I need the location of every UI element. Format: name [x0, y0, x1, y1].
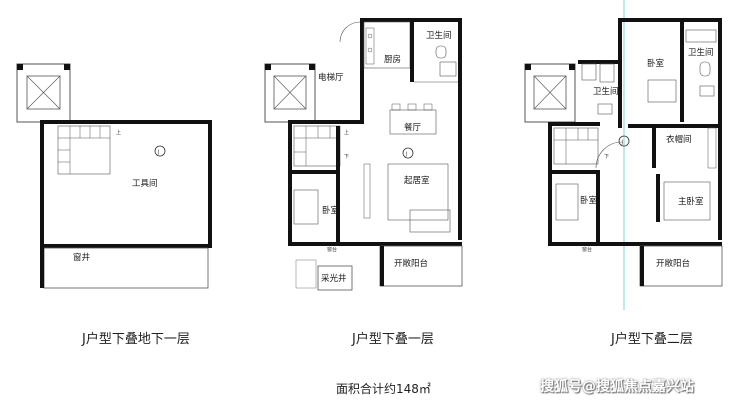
caption-basement: J户型下叠地下一层: [82, 332, 190, 347]
unit-mark-circle: [154, 145, 166, 157]
room-kitchen: 厨房: [384, 54, 401, 65]
caption-second-floor: J户型下叠二层: [611, 332, 693, 347]
unit-mark-circle: [402, 147, 414, 159]
total-area: 面积合计约148㎡: [336, 382, 431, 396]
stair-mark-down: 下: [344, 154, 349, 160]
room-tool-room: 工具间: [132, 179, 158, 189]
room-bathroom-top: 卫生间: [688, 47, 714, 58]
room-bedroom: 卧室: [580, 195, 598, 206]
room-closet: 衣帽间: [666, 134, 692, 145]
unit-mark-circle: [618, 135, 630, 147]
stair-mark-down: 下: [604, 154, 609, 160]
watermark: 搜狐号@搜狐焦点嘉兴站: [540, 379, 694, 395]
room-master-bedroom: 主卧室: [678, 196, 704, 207]
room-bathroom-mid: 卫生间: [593, 86, 619, 97]
unit-mark: J: [405, 152, 407, 158]
stair-mark-up: 上: [116, 129, 121, 136]
stair-mark-up: 上: [344, 129, 349, 136]
room-lightwell: 采光井: [321, 273, 347, 284]
room-balcony: 开敞阳台: [656, 258, 690, 269]
unit-mark: J: [621, 140, 623, 146]
room-balcony: 开敞阳台: [394, 258, 428, 269]
plan-second-floor: 卧室 卫生间 卫生间 衣帽间 下 J 主卧室 卧室: [524, 18, 723, 287]
room-elevator-hall: 电梯厅: [318, 72, 344, 83]
caption-first-floor: J户型下叠一层: [352, 332, 434, 347]
room-living: 起居室: [404, 175, 430, 186]
room-bedroom-top: 卧室: [647, 58, 665, 69]
plan-basement: 上 J 工具间 窗井: [16, 63, 212, 289]
window-sill-label: 窗台: [582, 246, 592, 253]
room-bathroom: 卫生间: [426, 30, 452, 41]
room-window-well: 窗井: [73, 252, 90, 263]
unit-mark: J: [157, 150, 159, 156]
plan-first-floor: 厨房 卫生间 电梯厅 餐厅 上 下 J 起居室: [264, 18, 463, 291]
room-bedroom: 卧室: [322, 205, 340, 216]
room-dining: 餐厅: [404, 123, 422, 133]
window-sill-label: 窗台: [327, 246, 337, 253]
